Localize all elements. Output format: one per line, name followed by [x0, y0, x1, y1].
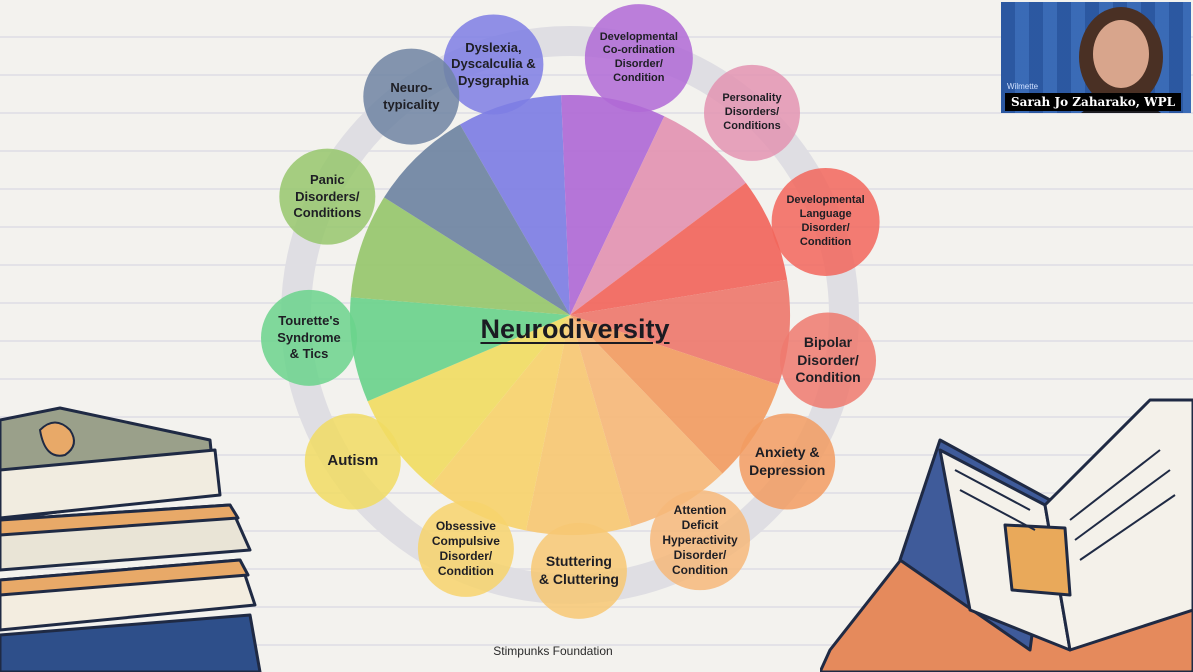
condition-bubble: [530, 522, 627, 619]
open-book-illustration: [820, 398, 1193, 672]
condition-bubble: [584, 4, 693, 113]
wheel-wedge: [384, 124, 570, 315]
wheel-title: Neurodiversity: [480, 314, 670, 344]
wheel-wedges: [350, 95, 790, 535]
wheel-wedge: [350, 197, 570, 315]
presenter-name-label: Sarah Jo Zaharako, WPL: [1005, 93, 1182, 111]
condition-bubble: [771, 167, 880, 276]
webcam-watermark: Wilmette: [1007, 82, 1039, 91]
wheel-wedge: [561, 95, 665, 315]
condition-bubble: [279, 148, 376, 245]
bunny-emblem-icon: [38, 421, 75, 457]
wheel-wedge: [350, 297, 570, 402]
condition-bubble: [704, 64, 801, 161]
condition-bubble: [363, 48, 460, 145]
wheel-wedge: [460, 95, 570, 315]
condition-bubble: [260, 289, 357, 386]
wheel-wedge: [570, 116, 746, 315]
wheel-wedge: [570, 315, 723, 527]
wheel-wedge: [525, 315, 632, 535]
webcam-video-overlay: Wilmette Sarah Jo Zaharako, WPL: [1001, 2, 1191, 113]
condition-bubble: [443, 14, 544, 115]
wheel-wedge: [430, 315, 570, 531]
wheel-wedge: [570, 182, 788, 315]
book-stack-illustration: [0, 406, 262, 672]
condition-bubble: [739, 413, 836, 510]
wheel-wedge: [570, 279, 790, 385]
credit-text: Stimpunks Foundation: [493, 644, 613, 658]
wheel-wedge: [367, 315, 570, 486]
condition-bubble: [780, 312, 877, 409]
condition-bubble: [304, 413, 401, 510]
condition-bubble: [417, 500, 514, 597]
condition-bubble: [650, 490, 750, 591]
wheel-wedge: [570, 315, 779, 474]
wheel-bubbles: [260, 4, 880, 619]
